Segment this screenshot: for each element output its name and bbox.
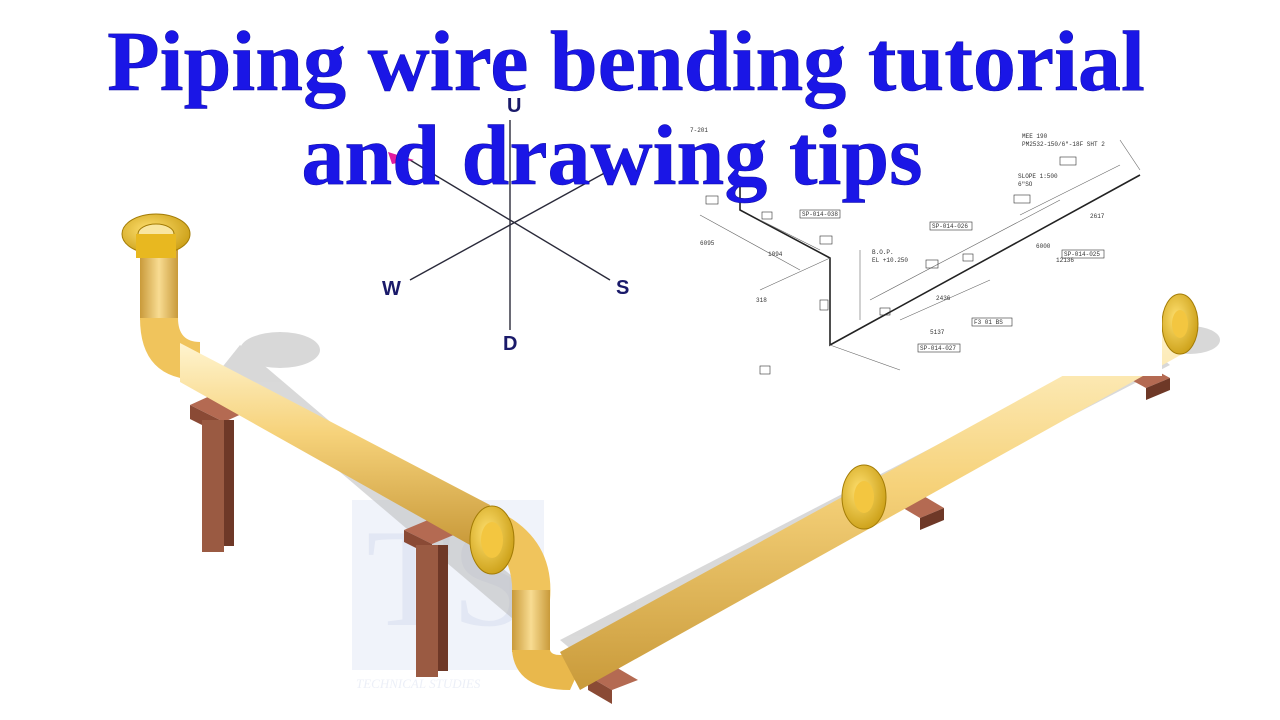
- iso-dim-a: 2617: [1090, 213, 1105, 220]
- support-left: [190, 395, 246, 552]
- iso-line-no: PM2532-150/6"-18F SHT 2: [1022, 141, 1105, 148]
- iso-bop: B.O.P.: [872, 249, 894, 256]
- iso-dim-c: 12136: [1056, 257, 1074, 264]
- iso-tag-3: SP-014-027: [920, 345, 956, 352]
- flange-right-mid: [841, 464, 887, 530]
- iso-tag-1: SP-014-026: [932, 223, 968, 230]
- iso-dim-b: 6000: [1036, 243, 1051, 250]
- support-middle: [404, 520, 456, 677]
- title-line-2: and drawing tips: [301, 107, 923, 203]
- iso-dim-g: 1094: [768, 251, 783, 258]
- iso-bop-el: EL +10.250: [872, 257, 908, 264]
- iso-top-ref: 7-201: [690, 127, 708, 134]
- iso-dim-h: 318: [756, 297, 767, 304]
- iso-dim-e: 5137: [930, 329, 945, 336]
- flange-top: [121, 213, 191, 258]
- pipe-supports: [190, 366, 1170, 704]
- compass-south-label: S: [616, 277, 629, 299]
- flange-middle: [469, 505, 515, 575]
- isometric-drawing: MEE 190 PM2532-150/6"-18F SHT 2 SLOPE 1:…: [690, 120, 1162, 376]
- iso-slope-sub: 6"SO: [1018, 181, 1033, 188]
- iso-dim-d: 2436: [936, 295, 951, 302]
- iso-tag-5: F3 01 BS: [974, 319, 1003, 326]
- flange-right-end: [1161, 293, 1199, 355]
- title-line-1: Piping wire bending tutorial: [107, 13, 1145, 109]
- orientation-compass: [388, 120, 611, 330]
- iso-sheet: MEE 190: [1022, 133, 1048, 140]
- compass-west-label: W: [382, 278, 401, 300]
- iso-slope: SLOPE 1:500: [1018, 173, 1058, 180]
- iso-tag-4: SP-014-038: [802, 211, 838, 218]
- watermark-text: TECHNICAL STUDIES: [356, 676, 481, 691]
- compass-down-label: D: [503, 333, 517, 355]
- iso-dim-f: 6095: [700, 240, 715, 247]
- iso-tag-2: SP-014-025: [1064, 251, 1100, 258]
- compass-up-label: U: [507, 95, 521, 117]
